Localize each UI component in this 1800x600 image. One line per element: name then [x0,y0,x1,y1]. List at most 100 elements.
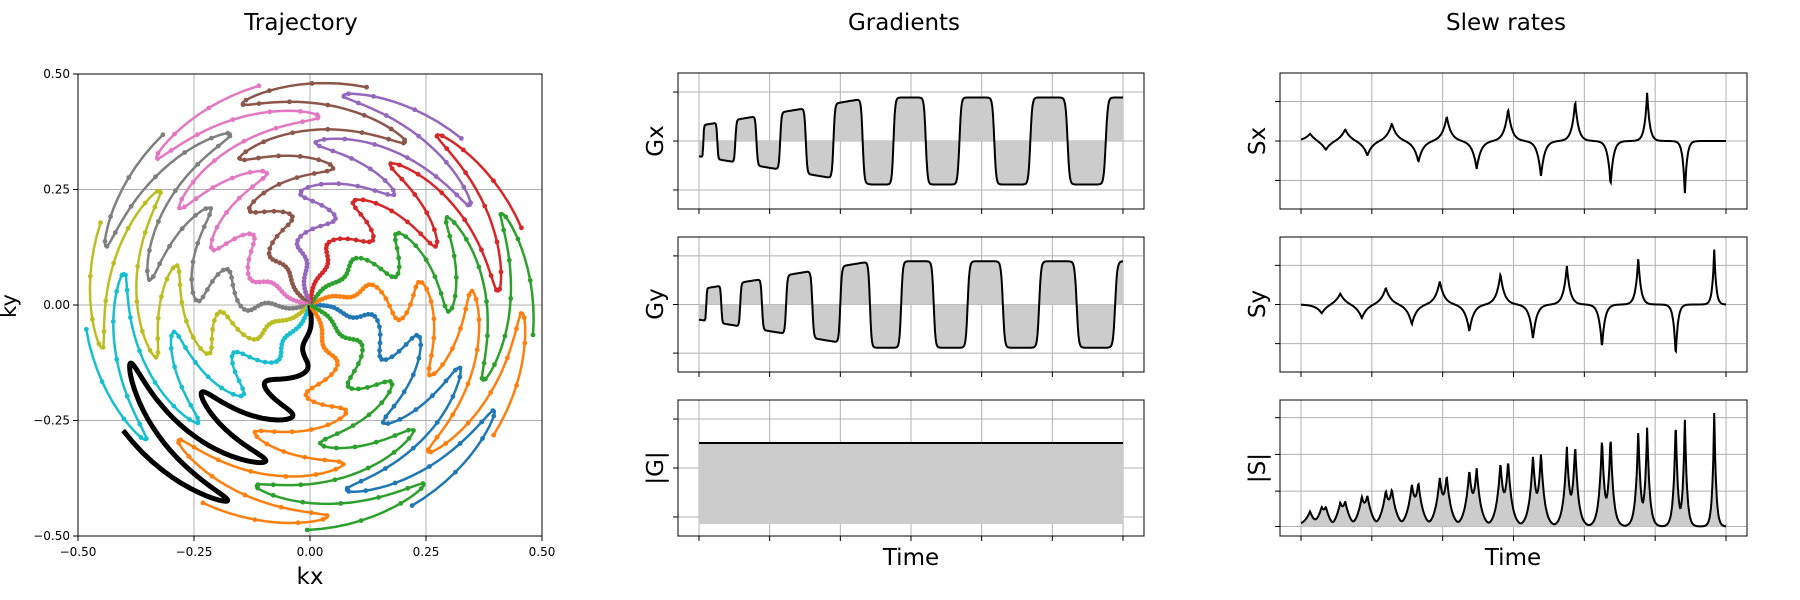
trajectory-shot-8-sample-232 [111,260,116,266]
trajectory-shot-6-sample-52 [268,280,274,285]
trajectory-shot-6-sample-96 [250,241,256,247]
trajectory-shot-4-sample-248 [346,91,351,97]
trajectory-shot-12-sample-208 [298,482,304,488]
trajectory-shot-9-sample-228 [110,319,116,324]
trajectory-shot-11-sample-140 [325,422,331,428]
trajectory-shot-5-sample-232 [325,102,331,108]
trajectory-shot-6-sample-232 [230,117,236,123]
trajectory-shot-9-sample-132 [238,393,244,399]
trajectory-shot-7-sample-116 [210,279,215,284]
trajectory-shot-6-sample-140 [214,224,220,230]
trajectory-shot-5-sample-236 [287,99,292,105]
trajectory-shot-7-sample-172 [179,226,185,232]
trajectory-shot-1-sample-192 [473,296,479,302]
trajectory-shot-11-sample-200 [283,474,289,479]
trajectory-shot-12-sample-248 [418,486,424,491]
trajectory-shot-8-sample-184 [155,350,161,355]
trajectory-shot-1-sample-28 [330,293,335,299]
trajectory-shot-1-sample-112 [404,310,409,316]
trajectory-shot-11-sample-116 [320,402,325,407]
trajectory-shot-4-sample-80 [298,234,303,239]
trajectory-shot-1-sample-188 [469,288,475,294]
trajectory-shot-12-sample-212 [270,482,276,488]
trajectory-shot-9-sample-56 [279,342,285,347]
trajectory-shot-9-sample-256 [99,379,105,385]
trajectory-shot-1-sample-120 [411,292,416,298]
smag-panel: |S| [1245,399,1748,541]
trajectory-shot-11-sample-196 [313,472,319,477]
trajectory-shot-4-sample-228 [443,159,449,165]
trajectory-shot-2-sample-228 [502,333,508,339]
trajectory-shot-12-sample-176 [373,439,379,445]
trajectory-shot-4-sample-164 [390,187,396,193]
trajectory-shot-8-sample-148 [179,300,185,305]
trajectory-shot-11-sample-212 [191,444,197,450]
trajectory-shot-0-sample-80 [375,318,380,323]
trajectory-shot-11-sample-76 [335,362,340,368]
trajectory-shot-7-sample-248 [102,238,108,244]
trajectory-title: Trajectory [243,10,358,36]
gx-panel: Gx [643,72,1145,214]
trajectory-shot-9-sample-192 [187,417,193,422]
trajectory-shot-12-sample-100 [345,380,351,386]
trajectory-shot-8-sample-192 [147,348,153,353]
trajectory-shot-1-sample-204 [465,381,471,387]
trajectory-shot-2-sample-204 [484,299,489,304]
trajectory-shot-3-sample-64 [324,249,330,255]
trajectory-shot-7-sample-188 [146,277,152,283]
trajectory-xtick-label-2: 0.00 [297,545,324,559]
trajectory-shot-11-sample-180 [322,457,328,463]
trajectory-shot-0-sample-16 [321,303,327,308]
trajectory-shot-12-sample-144 [366,412,372,418]
trajectory-shot-8-sample-160 [174,263,180,269]
trajectory-shot-9-sample-112 [230,360,235,366]
trajectory-shot-6-sample-136 [209,237,215,243]
trajectory-shot-9-sample-232 [114,357,120,362]
trajectory-shot-3-sample-92 [353,237,359,243]
trajectory-shot-2-sample-56 [344,271,350,276]
trajectory-shot-0-sample-212 [358,478,364,484]
trajectory-shot-0-sample-88 [377,332,383,337]
trajectory-shot-9-sample-216 [123,272,128,278]
trajectory-shot-12-sample-156 [322,436,328,442]
trajectory-shot-4-sample-172 [368,166,373,172]
trajectory-shot-9-sample-212 [124,287,130,293]
trajectory-shot-4-sample-132 [298,188,304,194]
trajectory-shot-4-sample-156 [385,192,390,197]
trajectory-shot-11-sample-156 [258,428,264,434]
trajectory-shot-2-sample-96 [384,271,390,276]
trajectory-shot-12-sample-244 [420,481,426,486]
trajectory-shot-0-sample-76 [372,314,378,319]
trajectory-shot-4-sample-92 [318,223,323,229]
trajectory-shot-3-sample-120 [358,212,364,217]
trajectory-shot-4-sample-32 [302,275,307,281]
trajectory-shot-1-sample-80 [374,285,380,290]
trajectory-shot-12-sample-236 [376,495,381,500]
trajectory-shot-11-sample-256 [252,517,258,523]
trajectory-shot-12-sample-188 [411,428,416,433]
trajectory-shot-11-sample-184 [336,459,342,464]
trajectory-shot-1-sample-96 [390,310,396,316]
trajectory-shot-2-sample-208 [485,333,490,339]
trajectory-shot-7-sample-104 [225,266,230,272]
trajectory-shot-6-sample-224 [297,109,303,114]
trajectory-xlabel: kx [297,564,324,590]
trajectory-shot-0-sample-120 [403,342,409,347]
trajectory-shot-5-sample-172 [297,154,303,159]
trajectory-ytick-label-4: 0.50 [43,67,70,81]
sy-panel: Sy [1245,236,1748,377]
trajectory-shot-3-sample-80 [331,237,336,243]
gy-ylabel: Gy [643,288,669,319]
trajectory-shot-2-sample-164 [449,305,455,311]
trajectory-shot-12-sample-104 [345,384,351,389]
trajectory-shot-3-sample-164 [434,239,440,245]
trajectory-shot-5-sample-184 [242,157,247,163]
trajectory-shot-5-sample-228 [361,112,367,118]
trajectory-shot-0-sample-232 [427,464,432,469]
trajectory-shot-1-sample-232 [488,390,494,395]
trajectory-shot-12-sample-80 [360,347,365,353]
trajectory-shot-6-sample-184 [182,204,187,210]
trajectory-shot-5-sample-80 [267,246,273,252]
trajectory-shot-6-sample-156 [260,176,266,181]
